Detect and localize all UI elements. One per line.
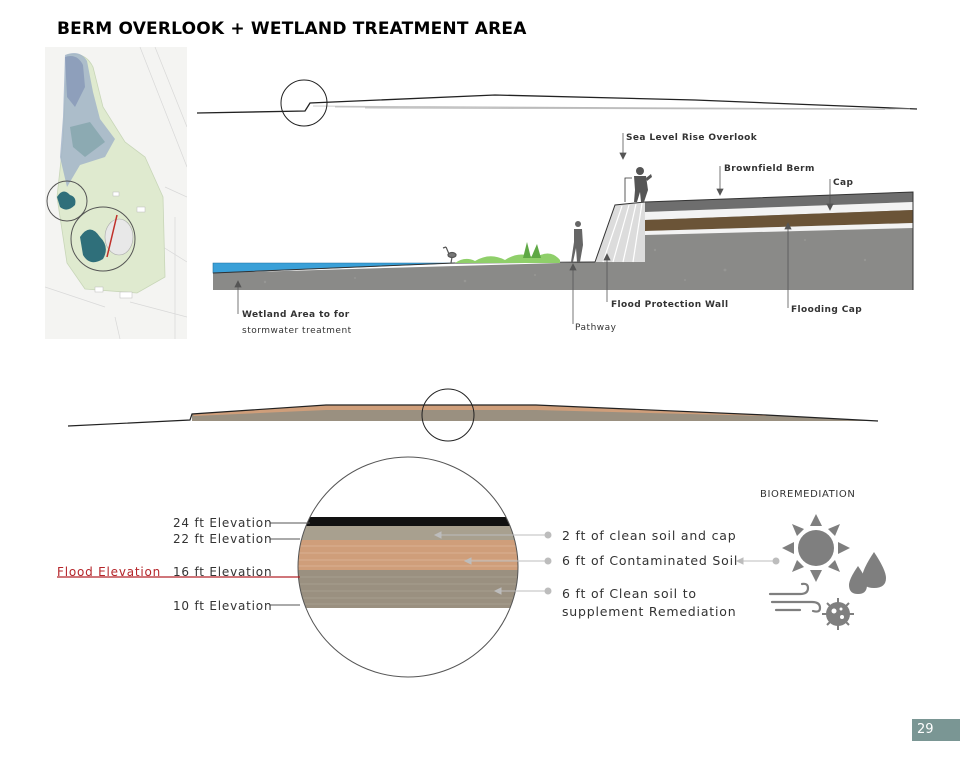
cross-section: Sea Level Rise Overlook Brownfield Berm … [212, 133, 914, 336]
layer-label-clean-soil-cap: 2 ft of clean soil and cap [562, 528, 736, 543]
berm-profile-top [196, 79, 918, 127]
page-title: BERM OVERLOOK + WETLAND TREATMENT AREA [57, 19, 527, 39]
label-wetland-area: Wetland Area to for [242, 310, 350, 320]
sun-icon [782, 514, 850, 582]
site-map [45, 47, 187, 339]
water-drops-icon [849, 552, 886, 594]
wind-icon [768, 582, 822, 613]
soil-layer-detail: 24 ft Elevation 22 ft Elevation 16 ft El… [57, 456, 886, 678]
label-pathway: Pathway [575, 323, 617, 333]
label-cap: Cap [833, 178, 853, 188]
bioremediation-title: BIOREMEDIATION [760, 489, 855, 500]
elevation-16ft: 16 ft Elevation [173, 565, 272, 579]
label-brownfield-berm: Brownfield Berm [724, 164, 815, 174]
flood-elevation-label: Flood Elevation [57, 565, 161, 579]
label-flooding-cap: Flooding Cap [791, 305, 862, 315]
layer-label-contaminated-soil: 6 ft of Contaminated Soil [562, 553, 738, 568]
elevation-24ft: 24 ft Elevation [173, 516, 272, 530]
microbe-icon [822, 598, 854, 630]
label-flood-protection-wall: Flood Protection Wall [611, 300, 729, 310]
elevation-10ft: 10 ft Elevation [173, 599, 272, 613]
label-stormwater-treatment: stormwater treatment [242, 326, 352, 336]
layer-label-supplement-remediation: supplement Remediation [562, 604, 736, 619]
layer-label-clean-soil: 6 ft of Clean soil to [562, 586, 697, 601]
berm-profile-middle [67, 388, 879, 442]
page-number: 29 [912, 719, 960, 741]
label-sea-level-rise-overlook: Sea Level Rise Overlook [626, 133, 758, 143]
elevation-22ft: 22 ft Elevation [173, 532, 272, 546]
